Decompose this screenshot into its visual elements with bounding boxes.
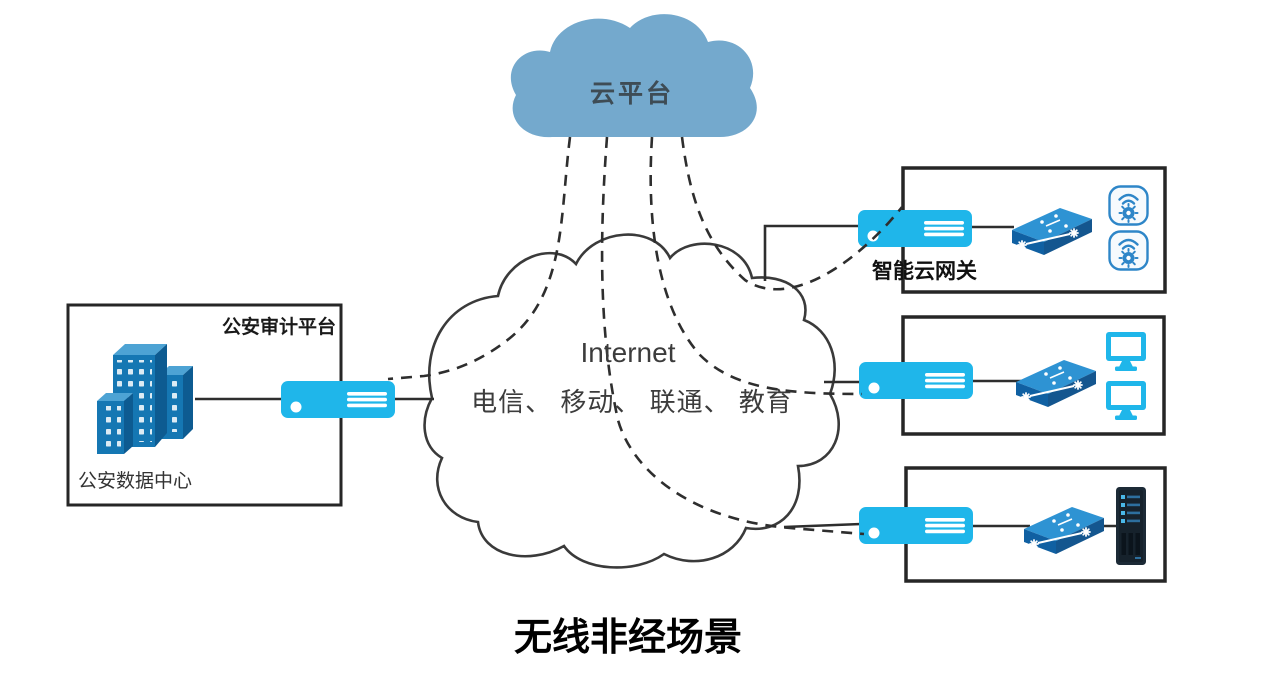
cloud-gateway-icon-audit [281,381,395,418]
diagram-title: 无线非经场景 [513,617,742,659]
smart-gateway-label: 智能云网关 [872,260,977,283]
cloud-platform-label: 云平台 [589,80,674,108]
cloud-gateway-icon-pc-branch [859,362,973,399]
internet-cloud-icon [423,233,840,569]
datacenter-label: 公安数据中心 [78,471,193,492]
wireless-ap-icon-2 [1108,230,1149,271]
cloud-gateway-icon-server-branch [859,507,973,544]
connection-line-cloud-ap-gateway [763,224,860,281]
dashed-tunnel-ap-branch [680,136,904,291]
internet-label: Internet [580,337,676,368]
server-icon [1116,487,1146,565]
dashed-tunnel-audit [387,136,572,381]
internet-carriers-label: 电信、 移动、 联通、 教育 [471,387,793,417]
dashed-tunnel-pc-branch [649,136,863,396]
cloud-gateway-icon-ap-branch [858,210,972,247]
dashed-tunnel-server-branch [600,136,865,536]
datacenter-building-icon [97,344,193,454]
wireless-ap-icon-1 [1108,185,1149,226]
cloud-platform-icon [510,14,757,138]
connection-line-cloud-server-gateway [783,522,862,529]
audit-platform-label: 公安审计平台 [221,317,336,338]
